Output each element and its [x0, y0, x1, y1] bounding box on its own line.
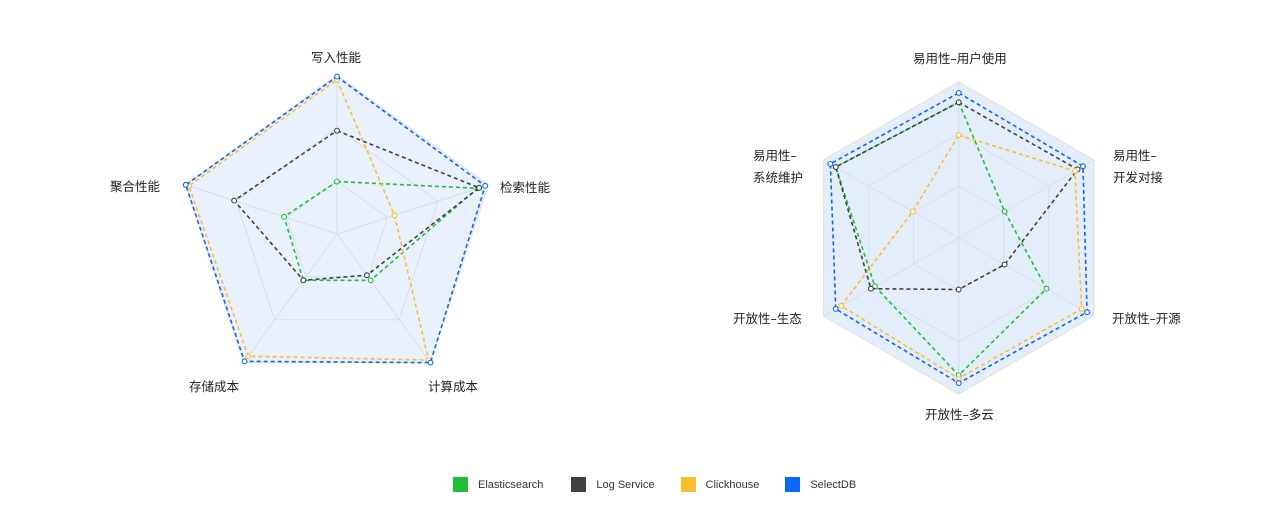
- legend-item-log-service[interactable]: Log Service: [571, 477, 655, 492]
- data-point: [391, 212, 398, 219]
- legend-swatch-elasticsearch: [453, 477, 468, 492]
- radar-chart-performance: [182, 73, 489, 366]
- legend-item-selectdb[interactable]: SelectDB: [785, 477, 856, 492]
- data-point: [909, 208, 916, 215]
- data-point: [363, 272, 370, 279]
- data-point: [867, 285, 874, 292]
- data-point: [1001, 261, 1008, 268]
- data-point: [300, 277, 307, 284]
- axis-label-write-performance: 写入性能: [311, 50, 362, 65]
- data-point: [476, 184, 483, 191]
- data-point: [427, 359, 434, 366]
- axis-label-system-maintenance-1: 易用性–: [753, 148, 797, 163]
- data-point: [955, 89, 962, 96]
- data-point: [231, 197, 238, 204]
- data-point: [1043, 285, 1050, 292]
- data-point: [281, 213, 288, 220]
- series-log-service: [832, 99, 1081, 293]
- data-point: [955, 380, 962, 387]
- series-clickhouse: [838, 132, 1085, 382]
- legend-item-clickhouse[interactable]: Clickhouse: [680, 477, 760, 492]
- data-point: [955, 99, 962, 106]
- data-point: [1071, 167, 1078, 174]
- axis-spoke: [823, 237, 959, 317]
- axis-spoke: [958, 159, 1095, 239]
- axis-spoke: [958, 237, 1095, 317]
- legend-label: SelectDB: [810, 478, 857, 491]
- legend-label: Elasticsearch: [478, 478, 544, 491]
- data-point: [334, 178, 340, 185]
- legend-label: Log Service: [596, 478, 655, 491]
- data-point: [1084, 309, 1090, 316]
- axis-spoke: [185, 184, 338, 235]
- axis-label-compute-cost: 计算成本: [428, 379, 479, 394]
- data-point: [827, 160, 834, 167]
- axis-spoke: [823, 159, 959, 239]
- data-point: [334, 73, 340, 80]
- data-point: [955, 286, 962, 293]
- axis-label-aggregation-performance: 聚合性能: [110, 179, 161, 194]
- legend-label: Clickhouse: [705, 478, 760, 491]
- axis-spoke: [243, 233, 338, 363]
- axis-label-user-usage: 易用性–用户使用: [913, 51, 1007, 66]
- data-point: [367, 277, 374, 284]
- data-point: [245, 353, 252, 360]
- axis-spoke: [336, 233, 431, 363]
- data-point: [1078, 306, 1085, 312]
- data-point: [182, 181, 189, 188]
- data-point: [482, 182, 489, 189]
- data-point: [1001, 208, 1008, 215]
- axis-spoke: [336, 184, 489, 235]
- data-point: [832, 164, 839, 170]
- legend-swatch-selectdb: [785, 477, 801, 492]
- series-log-service: [231, 127, 483, 284]
- data-point: [955, 132, 962, 138]
- radar-chart-usability: [823, 81, 1095, 395]
- axis-label-open-source: 开放性–开源: [1112, 311, 1181, 326]
- data-point: [832, 306, 839, 312]
- axis-label-dev-integration-2: 开发对接: [1113, 170, 1164, 185]
- chart-legend: Elasticsearch Log Service Clickhouse Sel…: [453, 477, 884, 492]
- axis-label-ecosystem: 开放性–生态: [733, 311, 802, 326]
- axis-label-search-performance: 检索性能: [500, 180, 551, 195]
- data-point: [955, 375, 962, 382]
- grid-ring: [235, 127, 439, 321]
- legend-item-elasticsearch[interactable]: Elasticsearch: [453, 477, 543, 492]
- data-point: [241, 358, 248, 365]
- series-selectdb: [827, 89, 1090, 387]
- axis-label-multi-cloud: 开放性–多云: [925, 407, 994, 422]
- legend-swatch-log-service: [571, 477, 587, 492]
- data-point: [1080, 163, 1086, 170]
- axis-label-dev-integration-1: 易用性–: [1113, 148, 1157, 163]
- data-point: [334, 127, 340, 134]
- series-selectdb: [182, 73, 489, 366]
- legend-swatch-clickhouse: [680, 477, 696, 492]
- axis-label-storage-cost: 存储成本: [189, 379, 240, 394]
- data-point: [838, 302, 845, 309]
- axis-label-system-maintenance-2: 系统维护: [753, 170, 804, 185]
